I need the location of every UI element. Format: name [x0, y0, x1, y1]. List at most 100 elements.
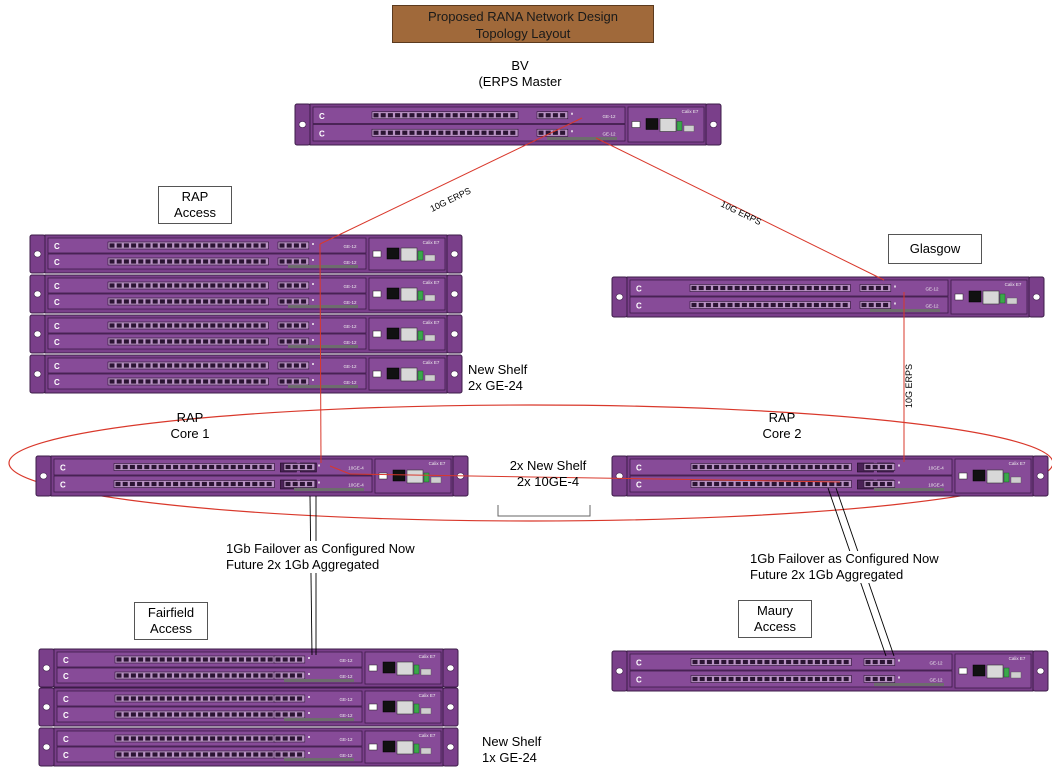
- port: [307, 464, 313, 470]
- site-label-bv: BV (ERPS Master: [450, 58, 590, 90]
- port: [137, 464, 143, 470]
- port: [293, 299, 299, 304]
- mgmt-port: [396, 661, 414, 676]
- port: [282, 696, 288, 701]
- status-led: [423, 472, 430, 483]
- port: [217, 243, 223, 248]
- led: [308, 657, 310, 659]
- port: [123, 673, 129, 678]
- port: [130, 736, 136, 741]
- site-maury-line-2: Access: [754, 619, 796, 634]
- port: [129, 481, 135, 487]
- port: [138, 752, 144, 757]
- ear-hole: [39, 472, 48, 480]
- port: [173, 481, 179, 487]
- port: [503, 130, 509, 135]
- port: [131, 363, 137, 368]
- led: [898, 481, 900, 484]
- port: [807, 464, 813, 470]
- port: [239, 379, 245, 384]
- port: [289, 696, 295, 701]
- port: [145, 363, 151, 368]
- port: [879, 481, 885, 487]
- led: [308, 752, 310, 754]
- port: [764, 676, 770, 682]
- port: [785, 302, 791, 308]
- port: [821, 302, 827, 308]
- port: [210, 339, 216, 344]
- port: [692, 659, 698, 665]
- port: [231, 379, 237, 384]
- port: [246, 657, 252, 662]
- port: [253, 259, 259, 264]
- port: [267, 712, 273, 717]
- port: [123, 752, 129, 757]
- port: [749, 302, 755, 308]
- port: [238, 657, 244, 662]
- port: [757, 676, 763, 682]
- usb-port: [372, 370, 382, 378]
- port: [727, 285, 733, 291]
- port: [202, 752, 208, 757]
- note-shelf-ge24-1x-line-1: New Shelf: [482, 734, 542, 749]
- status-led: [413, 703, 420, 714]
- link-bv-rap: [319, 117, 583, 245]
- port: [778, 659, 784, 665]
- ear-hole: [33, 330, 42, 338]
- port: [131, 259, 137, 264]
- usb-port: [368, 664, 378, 672]
- controller-label: Calix E7: [1005, 282, 1022, 287]
- port: [231, 243, 237, 248]
- port: [210, 752, 216, 757]
- port: [721, 481, 727, 487]
- led: [898, 659, 900, 662]
- port: [122, 464, 128, 470]
- usb-port: [368, 703, 378, 711]
- port: [217, 736, 223, 741]
- port: [238, 673, 244, 678]
- usb-port: [958, 472, 968, 480]
- port: [459, 113, 465, 118]
- calix-mark: C: [636, 285, 642, 294]
- card-label: GE-12: [343, 324, 357, 329]
- port: [706, 464, 712, 470]
- fan-indicator: [683, 125, 695, 132]
- port: [800, 481, 806, 487]
- ear-hole: [615, 293, 624, 301]
- port: [286, 379, 292, 384]
- port: [807, 659, 813, 665]
- port: [692, 481, 698, 487]
- port: [123, 243, 129, 248]
- port: [159, 283, 165, 288]
- port: [721, 659, 727, 665]
- port: [224, 379, 230, 384]
- port: [301, 363, 307, 368]
- port: [231, 673, 237, 678]
- port: [286, 259, 292, 264]
- port: [217, 673, 223, 678]
- port: [159, 657, 165, 662]
- port: [431, 113, 437, 118]
- console-port: [386, 287, 400, 300]
- port: [203, 339, 209, 344]
- ear-hole: [42, 664, 51, 672]
- port: [872, 676, 878, 682]
- port: [152, 259, 158, 264]
- port-block: [277, 361, 310, 370]
- ear-hole: [42, 743, 51, 751]
- port: [203, 363, 209, 368]
- port: [253, 339, 259, 344]
- port: [806, 302, 812, 308]
- link-label-bv-glasgow: 10G ERPS: [719, 199, 763, 227]
- port: [267, 657, 273, 662]
- port: [750, 464, 756, 470]
- port: [756, 285, 762, 291]
- port: [828, 285, 834, 291]
- port: [165, 481, 171, 487]
- port: [800, 676, 806, 682]
- port: [416, 113, 422, 118]
- calix-mark: C: [54, 338, 60, 347]
- port: [253, 712, 259, 717]
- port: [253, 363, 259, 368]
